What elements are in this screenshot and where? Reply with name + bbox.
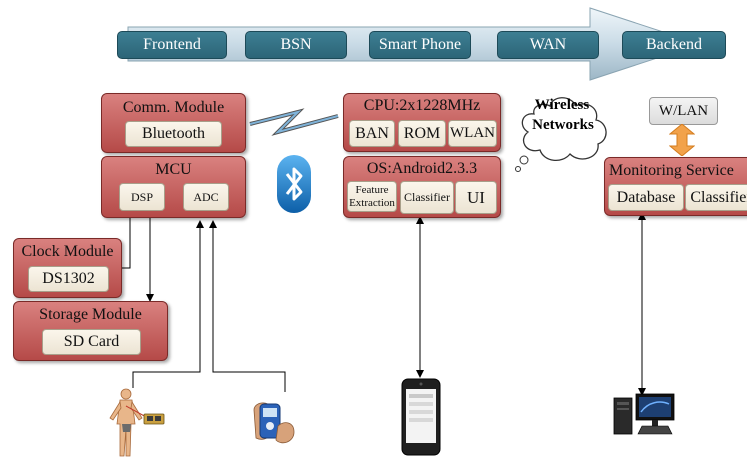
comm-module: Comm. Module Bluetooth xyxy=(101,93,246,153)
feature-extraction-chip: Feature Extraction xyxy=(347,181,397,212)
stage-smart-phone: Smart Phone xyxy=(369,31,471,59)
mcu-title: MCU xyxy=(155,161,192,178)
monitoring-service-module: Monitoring Service Database Classifier xyxy=(604,157,747,216)
desktop-computer-icon xyxy=(613,393,675,435)
stage-wan: WAN xyxy=(497,31,599,59)
storage-module-title: Storage Module xyxy=(39,306,142,323)
monitoring-classifier-chip: Classifier xyxy=(685,184,747,211)
clock-module: Clock Module DS1302 xyxy=(13,238,122,298)
cpu-title: CPU:2x1228MHz xyxy=(363,97,481,114)
wlan-chip: WLAN xyxy=(448,120,497,147)
dsp-clock-line xyxy=(120,198,131,269)
comm-module-title: Comm. Module xyxy=(122,99,225,116)
cloud-text-line1: Wireless xyxy=(534,97,590,113)
adc-chip: ADC xyxy=(183,183,229,211)
os-title: OS:Android2.3.3 xyxy=(366,160,478,177)
adc-glucose-sensor-line xyxy=(212,225,286,392)
smartphone-icon xyxy=(401,378,441,456)
bluetooth-icon xyxy=(277,155,311,213)
wlan-box: W/LAN xyxy=(649,97,718,125)
clock-module-title: Clock Module xyxy=(21,243,114,260)
stage-bsn: BSN xyxy=(245,31,347,59)
storage-module: Storage Module SD Card xyxy=(13,301,168,361)
bluetooth-chip: Bluetooth xyxy=(125,121,222,147)
dsp-chip: DSP xyxy=(119,183,165,211)
rom-chip: ROM xyxy=(398,120,446,147)
mcu-module: MCU DSP ADC xyxy=(101,156,246,218)
glucose-meter-icon xyxy=(253,402,295,444)
wlan-link-arrow xyxy=(669,124,695,156)
body-sensor-icon xyxy=(109,388,165,457)
feature-extraction-line1: Feature xyxy=(355,184,389,196)
cloud-text-line2: Networks xyxy=(532,117,594,133)
stage-frontend: Frontend xyxy=(117,31,227,59)
ban-chip: BAN xyxy=(349,120,395,147)
ds1302-chip: DS1302 xyxy=(28,266,109,292)
classifier-chip: Classifier xyxy=(400,181,454,214)
cloud-icon xyxy=(515,97,607,172)
database-chip: Database xyxy=(608,184,684,211)
adc-body-sensor-line xyxy=(132,225,201,388)
monitoring-service-title: Monitoring Service xyxy=(609,162,734,179)
feature-extraction-line2: Extraction xyxy=(349,197,395,209)
ui-chip: UI xyxy=(455,181,497,214)
sd-card-chip: SD Card xyxy=(42,329,141,355)
os-module: OS:Android2.3.3 Feature Extraction Class… xyxy=(343,156,501,218)
cpu-module: CPU:2x1228MHz BAN ROM WLAN xyxy=(343,93,501,152)
stage-backend: Backend xyxy=(622,31,726,59)
